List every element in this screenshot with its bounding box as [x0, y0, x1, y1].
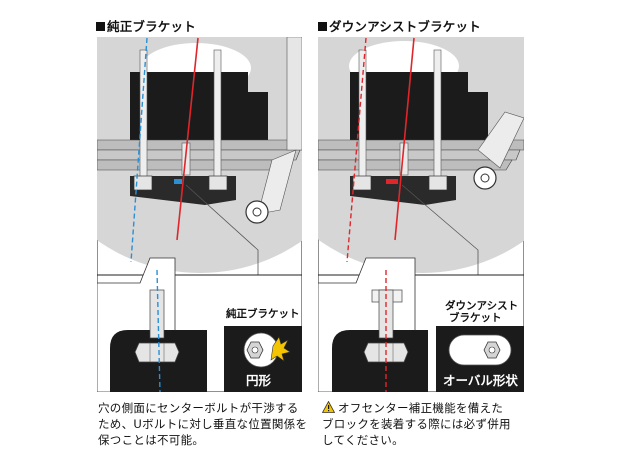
zoom-nut: [134, 342, 180, 363]
left-caption-line: 穴の側面にセンターボルトが干渉する: [98, 401, 299, 415]
left-caption-line: 保つことは不可能。: [98, 433, 205, 447]
axis-blue-line: [130, 37, 148, 263]
axis-red-line: [176, 37, 199, 241]
warning-icon: [322, 401, 335, 413]
right-bracket-label-line1: ダウンアシスト: [445, 300, 519, 312]
left-title-text: 純正ブラケット: [107, 19, 196, 34]
right-caption-line: オフセンター補正機能を備えた: [322, 400, 511, 416]
u-bolt-right: [213, 49, 222, 181]
left-caption-line: ため、Uボルトに対し垂直な位置関係を: [98, 417, 308, 431]
left-panel-title: 純正ブラケット: [96, 16, 196, 35]
left-bracket-label: 純正ブラケット: [226, 308, 300, 320]
right-caption-line: してください。: [322, 433, 404, 447]
right-bracket-label-line2: ブラケット: [449, 312, 502, 324]
right-caption-text: オフセンター補正機能を備えた: [338, 401, 504, 415]
title-bullet-icon: [96, 22, 105, 31]
lowering-block: [130, 72, 268, 150]
round-hole-label: 円形: [246, 373, 272, 388]
right-title-text: ダウンアシストブラケット: [329, 19, 481, 34]
right-bracket-label: ダウンアシスト ブラケット: [445, 300, 518, 324]
interference-burst-icon: [270, 336, 291, 362]
left-panel: [97, 37, 302, 392]
oval-hole: [448, 334, 512, 366]
right-caption: オフセンター補正機能を備えた ブロックを装着する際には必ず併用 してください。: [322, 400, 511, 448]
u-bolt-left: [139, 49, 148, 181]
left-caption: 穴の側面にセンターボルトが干渉する ため、Uボルトに対し垂直な位置関係を 保つこ…: [98, 400, 307, 448]
right-panel: [318, 37, 524, 392]
oval-hole-label: オーバル形状: [443, 373, 518, 388]
title-bullet-icon: [318, 22, 327, 31]
right-panel-title: ダウンアシストブラケット: [318, 16, 481, 35]
right-caption-line: ブロックを装着する際には必ず併用: [322, 417, 511, 431]
